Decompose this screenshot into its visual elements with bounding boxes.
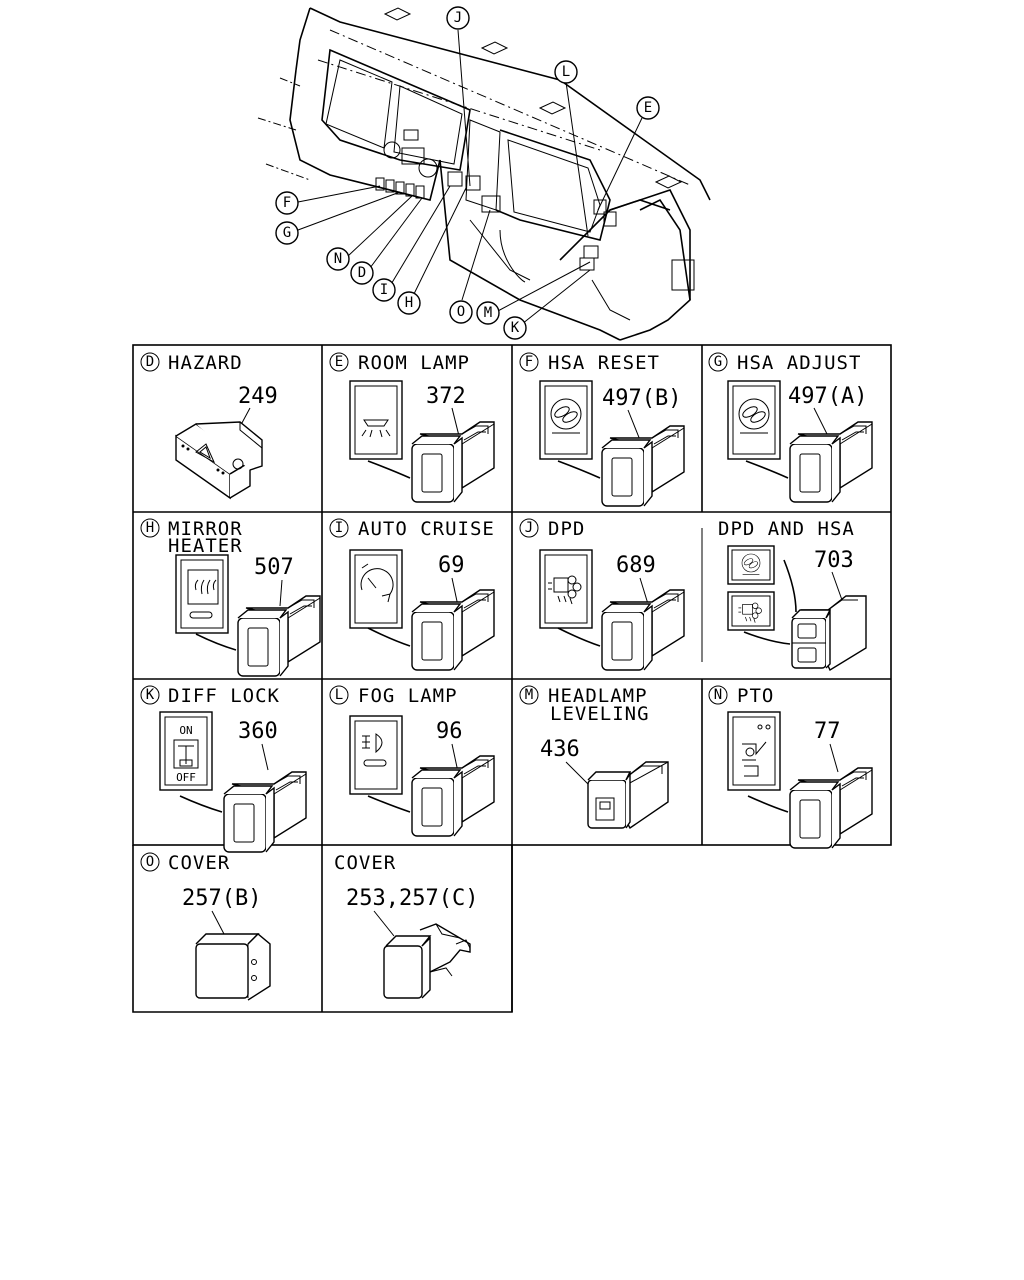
parts-table-grid (132, 344, 892, 1013)
diff-lock-off-label: OFF (176, 771, 196, 784)
headlamp-leveling-switch-icon (587, 761, 669, 830)
svg-text:J: J (525, 520, 533, 536)
svg-text:HSA RESET: HSA RESET (548, 352, 660, 374)
callout-D: D (350, 261, 374, 285)
panel-mirror-heater: H MIRROR HEATER 507 (140, 518, 321, 677)
svg-text:360: 360 (238, 719, 278, 744)
callout-J: J (446, 6, 470, 30)
svg-text:M: M (525, 687, 533, 703)
svg-text:AUTO CRUISE: AUTO CRUISE (358, 518, 495, 540)
auto-cruise-icon (360, 563, 394, 603)
svg-text:507: 507 (254, 555, 294, 580)
callout-H: H (397, 291, 421, 315)
diff-lock-icon (173, 739, 199, 769)
callout-K: K (503, 316, 527, 340)
callout-M: M (476, 301, 500, 325)
svg-text:372: 372 (426, 384, 466, 409)
svg-text:N: N (714, 687, 722, 703)
svg-text:F: F (525, 354, 533, 370)
pto-icon (742, 724, 771, 777)
cover-plug-icon (195, 933, 271, 1001)
panel-hazard: D HAZARD 249 (140, 352, 278, 500)
panel-cover-o: O COVER 257(B) (140, 852, 271, 1001)
svg-text:HEATER: HEATER (168, 535, 243, 557)
dashboard-illustration: J L E F G N D I H O M K (257, 6, 711, 341)
svg-text:N: N (334, 251, 342, 267)
panel-headlamp-leveling: M HEADLAMP LEVELING 436 (519, 685, 669, 830)
svg-text:F: F (283, 195, 291, 211)
panel-cover-c: COVER 253,257(C) (334, 852, 478, 999)
part-number: 249 (238, 384, 278, 409)
panel-diff-lock: K DIFF LOCK 360 ON OFF (140, 685, 307, 853)
svg-text:E: E (335, 354, 343, 370)
svg-text:69: 69 (438, 553, 465, 578)
svg-text:O: O (457, 304, 465, 320)
panel-pto: N PTO 77 (708, 685, 873, 849)
svg-text:HSA ADJUST: HSA ADJUST (737, 352, 861, 374)
svg-text:G: G (283, 225, 291, 241)
svg-text:96: 96 (436, 719, 463, 744)
svg-text:COVER: COVER (334, 852, 396, 874)
svg-text:689: 689 (616, 553, 656, 578)
svg-text:K: K (511, 320, 520, 336)
svg-text:DPD: DPD (548, 518, 585, 540)
svg-text:K: K (146, 687, 155, 703)
svg-text:HEADLAMP: HEADLAMP (548, 685, 648, 707)
dual-switch-icon (791, 595, 867, 672)
svg-text:LEVELING: LEVELING (550, 703, 650, 725)
fog-lamp-icon (362, 733, 387, 767)
svg-text:MIRROR: MIRROR (168, 518, 243, 540)
cover-clip-icon (383, 923, 471, 999)
svg-text:O: O (146, 854, 154, 870)
panel-room-lamp: E ROOM LAMP 372 (329, 352, 495, 503)
panel-dpd: J DPD 689 (519, 518, 685, 671)
panel-letter: D (146, 354, 154, 370)
svg-text:D: D (358, 265, 366, 281)
mirror-heater-icon (187, 569, 219, 619)
svg-text:J: J (454, 10, 462, 26)
diff-lock-on-label: ON (179, 724, 192, 737)
callout-L: L (554, 60, 578, 84)
callout-I: I (372, 278, 396, 302)
svg-text:253,257(C): 253,257(C) (346, 886, 478, 911)
callout-N: N (326, 247, 350, 271)
hazard-switch-icon (175, 421, 263, 500)
svg-text:L: L (562, 64, 570, 80)
svg-text:257(B): 257(B) (182, 886, 261, 911)
callout-E: E (636, 96, 660, 120)
panel-hsa-reset: F HSA RESET 497(B) (519, 352, 685, 507)
svg-text:E: E (644, 100, 652, 116)
svg-text:FOG LAMP: FOG LAMP (358, 685, 458, 707)
svg-text:I: I (380, 282, 388, 298)
callout-F: F (275, 191, 299, 215)
svg-text:DPD AND HSA: DPD AND HSA (718, 518, 855, 540)
svg-text:497(B): 497(B) (602, 386, 681, 411)
svg-text:M: M (484, 305, 492, 321)
panel-fog-lamp: L FOG LAMP 96 (329, 685, 495, 837)
svg-text:G: G (714, 354, 722, 370)
panel-dpd-and-hsa: DPD AND HSA 703 (718, 518, 867, 672)
panel-title: HAZARD (168, 352, 243, 374)
svg-text:L: L (335, 687, 343, 703)
svg-text:703: 703 (814, 548, 854, 573)
svg-text:COVER: COVER (168, 852, 230, 874)
panel-auto-cruise: I AUTO CRUISE 69 (329, 518, 495, 671)
room-lamp-icon (361, 419, 391, 438)
svg-text:H: H (405, 295, 413, 311)
svg-text:497(A): 497(A) (788, 384, 867, 409)
svg-text:DIFF LOCK: DIFF LOCK (168, 685, 280, 707)
callout-O: O (449, 300, 473, 324)
svg-text:ROOM LAMP: ROOM LAMP (358, 352, 470, 374)
svg-text:PTO: PTO (737, 685, 774, 707)
panel-hsa-adjust: G HSA ADJUST 497(A) (708, 352, 873, 503)
svg-text:436: 436 (540, 737, 580, 762)
callout-G: G (275, 221, 299, 245)
svg-text:I: I (335, 520, 343, 536)
svg-text:H: H (146, 520, 154, 536)
svg-text:77: 77 (814, 719, 841, 744)
